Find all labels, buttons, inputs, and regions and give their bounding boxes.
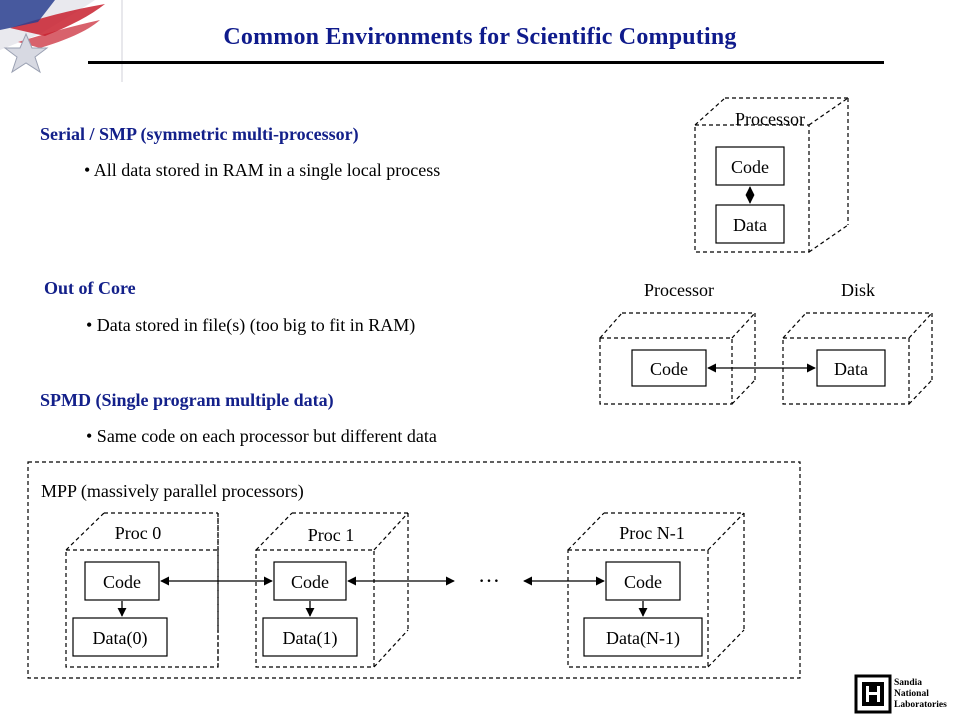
proc-0-cube bbox=[65, 512, 219, 668]
spmd-heading: SPMD (Single program multiple data) bbox=[40, 390, 334, 410]
proc-n-1-code-label: Code bbox=[624, 572, 662, 592]
proc-n-1-data-label: Data(N-1) bbox=[606, 628, 680, 649]
ooc-data-box bbox=[816, 349, 886, 387]
serial-cube-label: Processor bbox=[735, 109, 805, 129]
serial-code-box bbox=[715, 146, 785, 186]
ooc-code-label: Code bbox=[650, 359, 688, 379]
sandia-logo: Sandia National Laboratories bbox=[854, 674, 947, 714]
proc-1-code-box bbox=[273, 561, 347, 601]
serial-processor-cube bbox=[694, 97, 849, 253]
out-of-core-heading: Out of Core bbox=[44, 278, 136, 298]
proc-1-label: Proc 1 bbox=[308, 525, 355, 545]
proc-n-1-data-box bbox=[583, 617, 703, 657]
mpp-ellipsis: … bbox=[478, 562, 500, 587]
proc-n-1-code-box bbox=[605, 561, 681, 601]
proc-n-1-cube bbox=[567, 512, 745, 668]
proc-0-data-label: Data(0) bbox=[93, 628, 148, 649]
proc-1-code-label: Code bbox=[291, 572, 329, 592]
ooc-processor-label: Processor bbox=[644, 280, 714, 300]
proc-0-label: Proc 0 bbox=[115, 523, 162, 543]
proc-0-code-box bbox=[84, 561, 160, 601]
serial-code-label: Code bbox=[731, 157, 769, 177]
spmd-bullet: • Same code on each processor but differ… bbox=[86, 426, 437, 446]
flag-star-graphic bbox=[0, 0, 123, 82]
out-of-core-bullet: • Data stored in file(s) (too big to fit… bbox=[86, 315, 416, 335]
serial-bullet: • All data stored in RAM in a single loc… bbox=[84, 160, 441, 180]
proc-0-data-box bbox=[72, 617, 168, 657]
ooc-data-label: Data bbox=[834, 359, 868, 379]
serial-data-label: Data bbox=[733, 215, 767, 235]
logo-line-3: Laboratories bbox=[894, 700, 947, 710]
serial-heading: Serial / SMP (symmetric multi-processor) bbox=[40, 124, 359, 144]
mpp-outer-box bbox=[27, 461, 801, 679]
page-title: Common Environments for Scientific Compu… bbox=[223, 24, 737, 50]
ooc-disk-label: Disk bbox=[841, 280, 875, 300]
title-underline bbox=[88, 61, 884, 64]
mpp-label: MPP (massively parallel processors) bbox=[41, 481, 304, 502]
proc-1-cube bbox=[255, 512, 409, 668]
proc-n-1-label: Proc N-1 bbox=[619, 523, 685, 543]
logo-line-2: National bbox=[894, 689, 929, 699]
logo-line-1: Sandia bbox=[894, 678, 922, 688]
ooc-code-box bbox=[631, 349, 707, 387]
serial-data-box bbox=[715, 204, 785, 244]
proc-1-data-label: Data(1) bbox=[283, 628, 338, 649]
proc-0-code-label: Code bbox=[103, 572, 141, 592]
proc-1-data-box bbox=[262, 617, 358, 657]
